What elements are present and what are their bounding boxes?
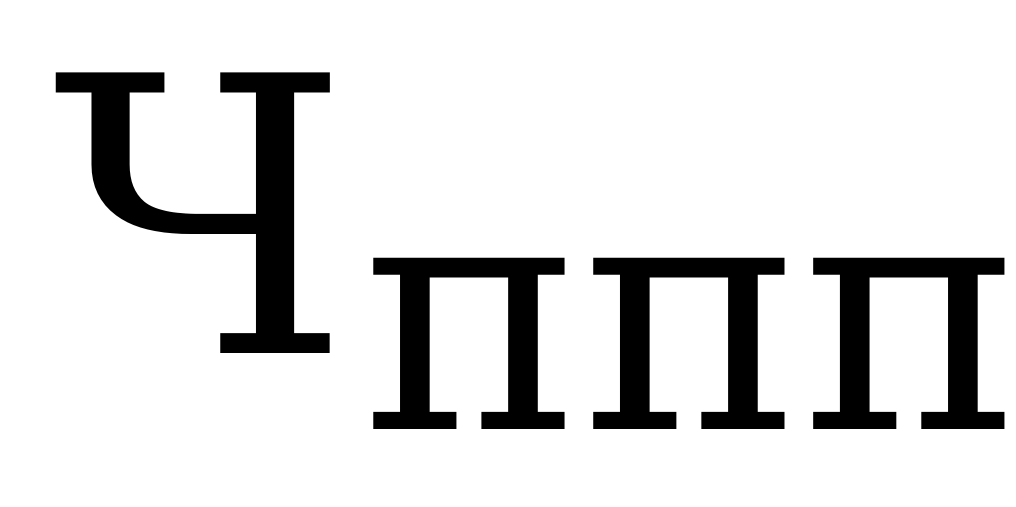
formula-graphic: Ч ппп xyxy=(52,0,1016,507)
subscript-text: ппп xyxy=(362,123,1016,507)
main-symbol: Ч xyxy=(52,0,350,444)
